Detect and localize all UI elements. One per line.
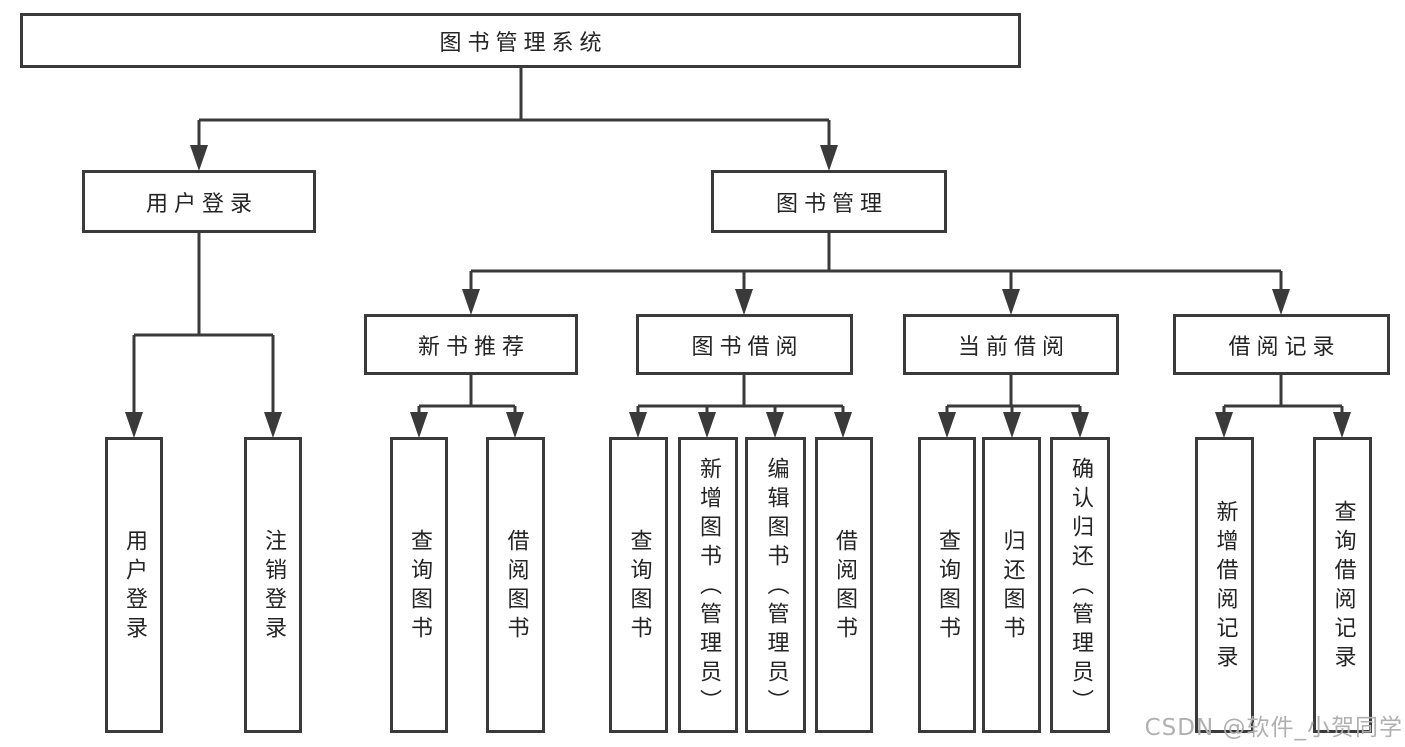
csdn-watermark: CSDN @软件_小贺同学 — [1144, 715, 1403, 741]
node-leaf-user-login: 用户登录 — [105, 437, 163, 733]
arrowhead-down-icon — [735, 289, 753, 315]
node-book-management: 图书管理 — [711, 170, 947, 233]
node-label-leaf-query-books-1: 查询图书 — [407, 529, 432, 645]
arrowhead-down-icon — [1272, 289, 1290, 315]
arrowhead-down-icon — [1002, 289, 1020, 315]
node-leaf-query-books-2: 查询图书 — [609, 437, 668, 733]
node-label-current-borrowing: 当前借阅 — [957, 334, 1070, 360]
node-new-book-recommend: 新书推荐 — [364, 314, 578, 375]
node-leaf-edit-books-admin: 编辑图书（管理员） — [745, 437, 806, 733]
node-label-new-book-recommend: 新书推荐 — [417, 334, 530, 360]
node-leaf-confirm-return-admin: 确认归还（管理员） — [1050, 437, 1110, 733]
node-label-leaf-query-books-3: 查询图书 — [935, 529, 960, 645]
node-label-leaf-borrow-books-1: 借阅图书 — [503, 529, 529, 645]
node-leaf-add-books-admin: 新增图书（管理员） — [678, 437, 738, 733]
node-label-leaf-logout: 注销登录 — [261, 529, 286, 645]
node-leaf-logout: 注销登录 — [244, 437, 302, 733]
node-label-leaf-query-books-2: 查询图书 — [626, 529, 652, 645]
arrowhead-down-icon — [410, 412, 428, 438]
arrowhead-down-icon — [1071, 412, 1089, 438]
arrowhead-down-icon — [766, 412, 784, 438]
node-leaf-query-books-3: 查询图书 — [918, 437, 976, 733]
arrowhead-down-icon — [938, 412, 956, 438]
node-label-leaf-return-books: 归还图书 — [999, 529, 1025, 645]
node-label-book-management: 图书管理 — [775, 191, 888, 217]
node-leaf-borrow-books-1: 借阅图书 — [486, 437, 545, 733]
node-root: 图书管理系统 — [20, 13, 1021, 68]
node-label-book-borrowing: 图书借阅 — [691, 334, 804, 360]
node-label-leaf-confirm-return-admin: 确认归还（管理员） — [1068, 456, 1093, 718]
node-label-leaf-borrow-books-2: 借阅图书 — [832, 529, 857, 645]
node-label-leaf-user-login: 用户登录 — [122, 529, 147, 645]
node-book-borrowing: 图书借阅 — [636, 314, 853, 375]
arrowhead-down-icon — [820, 145, 838, 171]
arrowhead-down-icon — [1003, 412, 1021, 438]
arrowhead-down-icon — [125, 412, 143, 438]
node-leaf-return-books: 归还图书 — [982, 437, 1041, 733]
arrowhead-down-icon — [834, 412, 852, 438]
node-leaf-query-books-1: 查询图书 — [390, 437, 448, 733]
arrowhead-down-icon — [190, 145, 208, 171]
arrowhead-down-icon — [462, 289, 480, 315]
node-label-leaf-add-books-admin: 新增图书（管理员） — [696, 456, 721, 718]
arrowhead-down-icon — [264, 412, 282, 438]
arrowhead-down-icon — [698, 412, 716, 438]
node-user-login: 用户登录 — [82, 170, 316, 233]
node-label-leaf-edit-books-admin: 编辑图书（管理员） — [763, 456, 789, 718]
node-leaf-query-borrow-record: 查询借阅记录 — [1313, 437, 1372, 733]
node-label-leaf-query-borrow-record: 查询借阅记录 — [1330, 500, 1356, 674]
arrowhead-down-icon — [506, 412, 524, 438]
node-label-user-login: 用户登录 — [145, 191, 258, 217]
arrowhead-down-icon — [1215, 412, 1233, 438]
node-leaf-add-borrow-record: 新增借阅记录 — [1195, 437, 1254, 733]
node-leaf-borrow-books-2: 借阅图书 — [815, 437, 873, 733]
node-current-borrowing: 当前借阅 — [903, 314, 1119, 375]
node-label-root: 图书管理系统 — [439, 30, 608, 56]
arrowhead-down-icon — [629, 412, 647, 438]
arrowhead-down-icon — [1333, 412, 1351, 438]
node-label-borrowing-records: 借阅记录 — [1228, 334, 1341, 360]
node-borrowing-records: 借阅记录 — [1173, 314, 1390, 375]
node-label-leaf-add-borrow-record: 新增借阅记录 — [1212, 500, 1238, 674]
